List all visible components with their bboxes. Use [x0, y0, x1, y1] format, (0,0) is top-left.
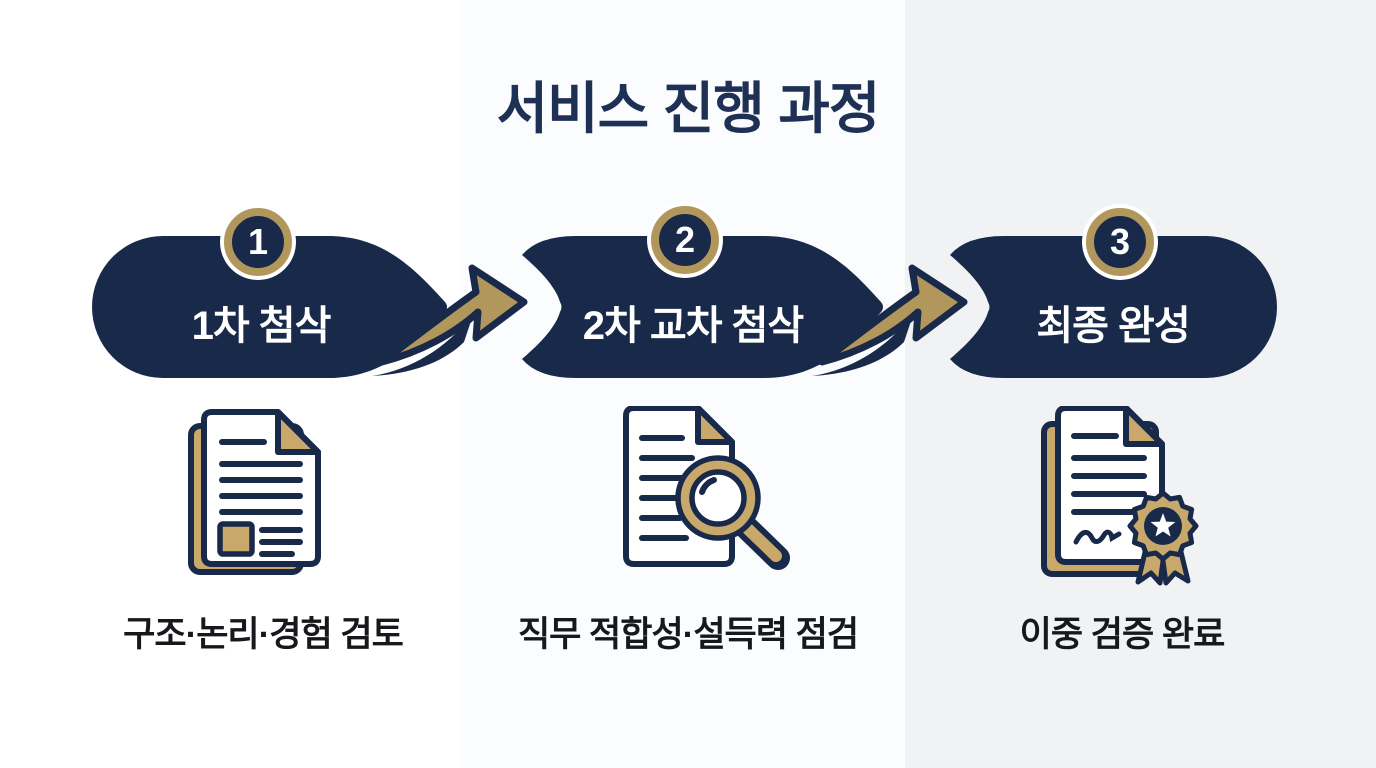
step-3-badge: 3 [1086, 208, 1154, 276]
background-band-left [0, 0, 460, 768]
swoosh-arrow-icon [372, 264, 528, 376]
step-1-badge: 1 [224, 208, 292, 276]
step-3-pill [950, 236, 1277, 378]
step-1-number: 1 [247, 221, 269, 262]
step-2-number: 2 [674, 219, 696, 260]
document-magnifier-icon [623, 406, 790, 570]
step-2-label: 2차 교차 첨삭 [582, 304, 804, 348]
step-2-pill [522, 236, 883, 378]
certificate-seal-icon [1041, 406, 1199, 586]
step-1-pill [92, 236, 447, 378]
background-band-right [905, 0, 1376, 768]
step-3-caption: 이중 검증 완료 [1019, 614, 1226, 654]
swoosh-arrow-icon [812, 264, 968, 376]
step-1-caption: 구조·논리·경험 검토 [123, 614, 404, 654]
step-2-badge: 2 [651, 206, 719, 274]
step-3-number: 3 [1109, 221, 1131, 262]
document-review-icon [188, 409, 321, 575]
step-1-label: 1차 첨삭 [191, 304, 332, 348]
step-3-label: 최종 완성 [1036, 304, 1190, 348]
background-band-middle [460, 0, 905, 768]
page-title: 서비스 진행 과정 [496, 77, 881, 140]
step-2-caption: 직무 적합성·설득력 점검 [517, 614, 859, 654]
